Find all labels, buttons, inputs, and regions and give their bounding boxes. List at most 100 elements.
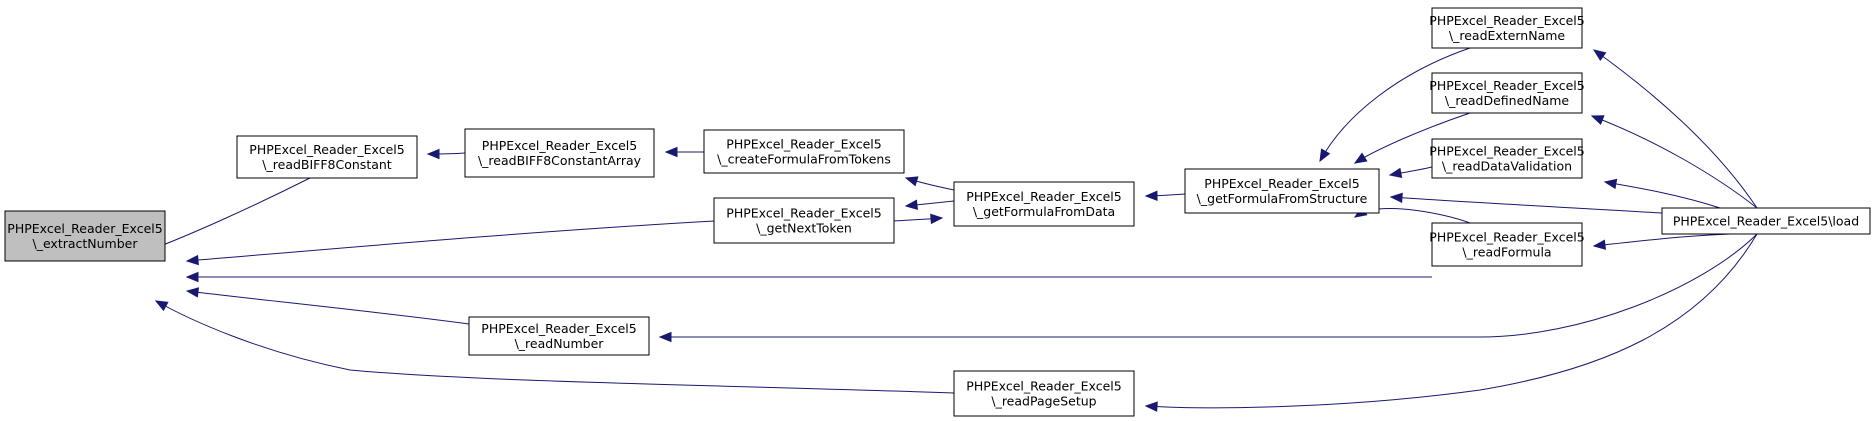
edge-load-to-readDefinedName [1590, 115, 1758, 209]
node-method-label: PHPExcel_Reader_Excel5\load [1673, 214, 1859, 229]
node-method-label: \_readFormula [1462, 245, 1551, 260]
arrowhead [1319, 148, 1331, 163]
arrowhead [185, 254, 199, 266]
edge-readBIFF8Constant-to-extractNumber [148, 177, 311, 251]
node-method-label: \_extractNumber [32, 236, 138, 251]
node-method-label: \_readExternName [1449, 28, 1566, 43]
node-getNextToken[interactable]: PHPExcel_Reader_Excel5\_getNextToken [713, 197, 895, 244]
edge-line [1604, 181, 1721, 209]
arrowhead [1389, 192, 1403, 204]
node-box [953, 370, 1135, 417]
edge-readDataValidation-to-getFormulaFromStructure [1388, 166, 1433, 179]
edge-load-to-readExternName [1592, 49, 1758, 209]
node-class-label: PHPExcel_Reader_Excel5 [726, 137, 881, 152]
edge-line [1593, 49, 1758, 209]
node-box [1431, 7, 1583, 49]
edge-getFormulaFromData-to-createFormulaFromTokens [904, 176, 955, 191]
edge-getFormulaFromStructure-to-getFormulaFromData [1144, 190, 1186, 202]
node-box [1431, 222, 1583, 267]
edge-line [1145, 233, 1758, 409]
edge-readExternName-to-getFormulaFromStructure [1319, 47, 1471, 163]
node-box [464, 128, 655, 178]
node-readBIFF8ConstantArray[interactable]: PHPExcel_Reader_Excel5\_readBIFF8Constan… [464, 128, 655, 178]
edge-readPageSetup-to-extractNumber [154, 300, 955, 394]
node-method-label: \_readBIFF8Constant [262, 157, 391, 172]
node-getFormulaFromData[interactable]: PHPExcel_Reader_Excel5\_getFormulaFromDa… [953, 181, 1135, 227]
edge-load-to-readDataValidation [1603, 178, 1721, 209]
nodes-layer: PHPExcel_Reader_Excel5\_extractNumberPHP… [4, 7, 1871, 417]
node-class-label: PHPExcel_Reader_Excel5 [249, 142, 404, 157]
edge-line [1593, 233, 1731, 247]
node-readDefinedName[interactable]: PHPExcel_Reader_Excel5\_readDefinedName [1429, 72, 1585, 114]
node-class-label: PHPExcel_Reader_Excel5 [726, 206, 881, 221]
node-class-label: PHPExcel_Reader_Excel5 [1429, 230, 1584, 245]
edge-line [155, 300, 955, 394]
node-method-label: \_getFormulaFromData [973, 204, 1115, 219]
arrowhead [1144, 401, 1158, 412]
node-method-label: \_readDefinedName [1445, 93, 1570, 108]
edge-line [1591, 115, 1758, 209]
edge-line [149, 177, 311, 251]
arrowhead [426, 148, 440, 160]
node-extractNumber[interactable]: PHPExcel_Reader_Excel5\_extractNumber [4, 210, 166, 262]
edge-readDefinedName-to-getFormulaFromStructure [1353, 112, 1471, 164]
edge-load-to-readNumber [658, 233, 1758, 343]
arrowhead [658, 331, 672, 343]
node-box [953, 181, 1135, 227]
node-getFormulaFromStructure[interactable]: PHPExcel_Reader_Excel5\_getFormulaFromSt… [1184, 168, 1380, 214]
edge-line [1319, 47, 1471, 162]
node-createFormulaFromTokens[interactable]: PHPExcel_Reader_Excel5\_createFormulaFro… [703, 129, 905, 174]
arrowhead [185, 287, 200, 298]
arrowhead [1592, 49, 1607, 61]
node-class-label: PHPExcel_Reader_Excel5 [966, 379, 1121, 394]
edge-getNextToken-to-extractNumber [185, 220, 715, 266]
arrowhead [154, 300, 169, 312]
node-class-label: PHPExcel_Reader_Excel5 [482, 138, 637, 153]
node-readExternName[interactable]: PHPExcel_Reader_Excel5\_readExternName [1429, 7, 1585, 49]
arrowhead [904, 199, 918, 210]
node-class-label: PHPExcel_Reader_Excel5 [1204, 176, 1359, 191]
edge-createFormulaFromTokens-to-readBIFF8ConstantArray [664, 146, 705, 158]
arrowhead [1590, 115, 1605, 126]
node-box [1661, 207, 1871, 235]
edge-load-to-readPageSetup [1144, 233, 1758, 412]
edge-line [186, 220, 715, 262]
node-class-label: PHPExcel_Reader_Excel5 [7, 221, 162, 236]
node-readDataValidation[interactable]: PHPExcel_Reader_Excel5\_readDataValidati… [1429, 138, 1585, 179]
arrowhead [1603, 178, 1618, 190]
node-box [1184, 168, 1380, 214]
edge-getFormulaFromData-to-getNextToken [904, 199, 955, 210]
edge-load-to-getFormulaFromStructure [1389, 192, 1663, 214]
edge-line [660, 233, 1758, 338]
node-method-label: \_createFormulaFromTokens [717, 152, 891, 167]
edge-getNextToken-to-getFormulaFromData [893, 213, 944, 225]
node-method-label: \_getFormulaFromStructure [1197, 191, 1368, 206]
node-class-label: PHPExcel_Reader_Excel5 [1429, 144, 1584, 159]
arrowhead [1353, 152, 1368, 164]
node-readNumber[interactable]: PHPExcel_Reader_Excel5\_readNumber [468, 316, 650, 356]
node-class-label: PHPExcel_Reader_Excel5 [481, 321, 636, 336]
node-readFormula[interactable]: PHPExcel_Reader_Excel5\_readFormula [1429, 222, 1585, 267]
arrowhead [664, 146, 678, 158]
node-method-label: \_readBIFF8ConstantArray [478, 153, 642, 168]
node-box [1431, 72, 1583, 114]
arrowhead [1388, 167, 1403, 179]
node-box [4, 210, 166, 262]
node-load[interactable]: PHPExcel_Reader_Excel5\load [1661, 207, 1871, 235]
node-box [713, 197, 895, 244]
node-class-label: PHPExcel_Reader_Excel5 [1429, 78, 1584, 93]
node-readPageSetup[interactable]: PHPExcel_Reader_Excel5\_readPageSetup [953, 370, 1135, 417]
node-box [703, 129, 905, 174]
arrowhead [930, 213, 944, 225]
node-method-label: \_readPageSetup [991, 394, 1096, 409]
arrowhead [1144, 190, 1158, 202]
edge-load-to-readFormula [1592, 233, 1731, 250]
edge-readFormula-to-extractNumber [185, 271, 1432, 283]
node-box [468, 316, 650, 356]
edge-readNumber-to-extractNumber [185, 287, 470, 325]
node-readBIFF8Constant[interactable]: PHPExcel_Reader_Excel5\_readBIFF8Constan… [236, 135, 418, 179]
node-class-label: PHPExcel_Reader_Excel5 [1429, 13, 1584, 28]
arrowhead [904, 176, 919, 187]
node-class-label: PHPExcel_Reader_Excel5 [966, 189, 1121, 204]
